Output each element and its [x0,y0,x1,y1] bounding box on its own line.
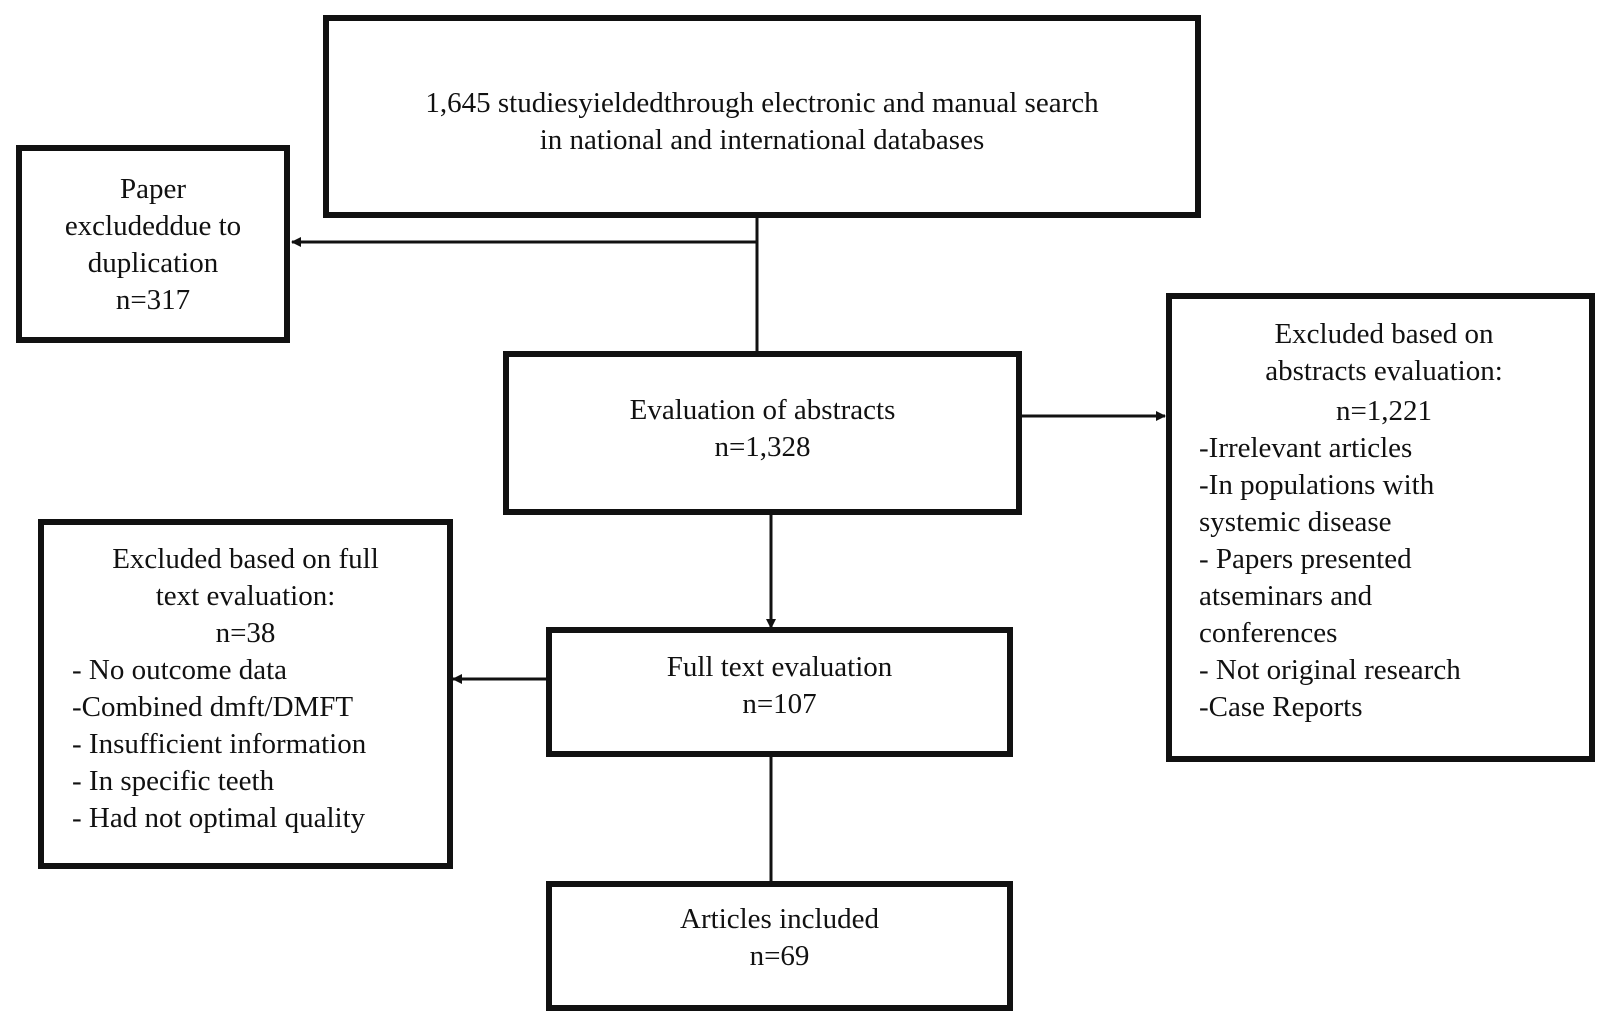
exclusion-reason: - In specific teeth [72,765,275,797]
fulltext-exclusion-heading-line: text evaluation: [155,580,336,612]
exclusion-reason: - Insufficient information [72,728,367,760]
fulltext-exclusion-heading: Excluded based on full text evaluation: … [52,541,439,652]
abstract-exclusion-box: Excluded based on abstracts evaluation: … [1166,293,1595,762]
fulltext-exclusion-reasons: - No outcome data -Combined dmft/DMFT - … [72,652,439,837]
duplication-line: excludeddue to [64,210,242,242]
fulltext-exclusion-box: Excluded based on full text evaluation: … [38,519,453,869]
search-results-line: in national and international databases [539,124,985,156]
search-results-line: 1,645 studiesyieldedthrough electronic a… [425,87,1099,119]
fulltext-evaluation-count: n=107 [742,688,817,720]
articles-included-count: n=69 [749,940,810,972]
abstract-exclusion-reasons: -Irrelevant articles -In populations wit… [1199,430,1579,726]
exclusion-reason: conferences [1199,617,1338,649]
exclusion-reason: -In populations with [1199,469,1435,501]
duplication-line: Paper [119,173,187,205]
abstract-evaluation-box: Evaluation of abstracts n=1,328 [503,351,1022,515]
abstract-evaluation-title: Evaluation of abstracts [629,394,896,426]
exclusion-reason: - Papers presented [1199,543,1412,575]
articles-included-title: Articles included [680,903,879,935]
exclusion-reason: - Had not optimal quality [72,802,366,834]
fulltext-evaluation-box: Full text evaluation n=107 [546,627,1013,757]
duplication-line: duplication [87,247,219,279]
fulltext-evaluation-title: Full text evaluation [666,651,893,683]
abstract-exclusion-heading-line: Excluded based on [1274,318,1494,350]
fulltext-exclusion-heading-line: Excluded based on full [112,543,379,575]
abstract-exclusion-heading: Excluded based on abstracts evaluation: … [1189,316,1579,430]
exclusion-reason: - No outcome data [72,654,288,686]
fulltext-exclusion-count: n=38 [215,617,276,649]
articles-included-box: Articles included n=69 [546,881,1013,1011]
exclusion-reason: atseminars and [1199,580,1373,612]
exclusion-reason: systemic disease [1199,506,1392,538]
abstract-exclusion-count: n=1,221 [1335,395,1433,427]
exclusion-reason: -Case Reports [1199,691,1363,723]
exclusion-reason: -Irrelevant articles [1199,432,1413,464]
exclusion-reason: - Not original research [1199,654,1461,686]
search-results-box: 1,645 studiesyieldedthrough electronic a… [323,15,1201,218]
abstract-evaluation-count: n=1,328 [714,431,811,463]
abstract-exclusion-heading-line: abstracts evaluation: [1265,355,1503,387]
exclusion-reason: -Combined dmft/DMFT [72,691,354,723]
duplication-count: n=317 [115,284,191,316]
duplication-exclusion-box: Paper excludeddue to duplication n=317 [16,145,290,343]
